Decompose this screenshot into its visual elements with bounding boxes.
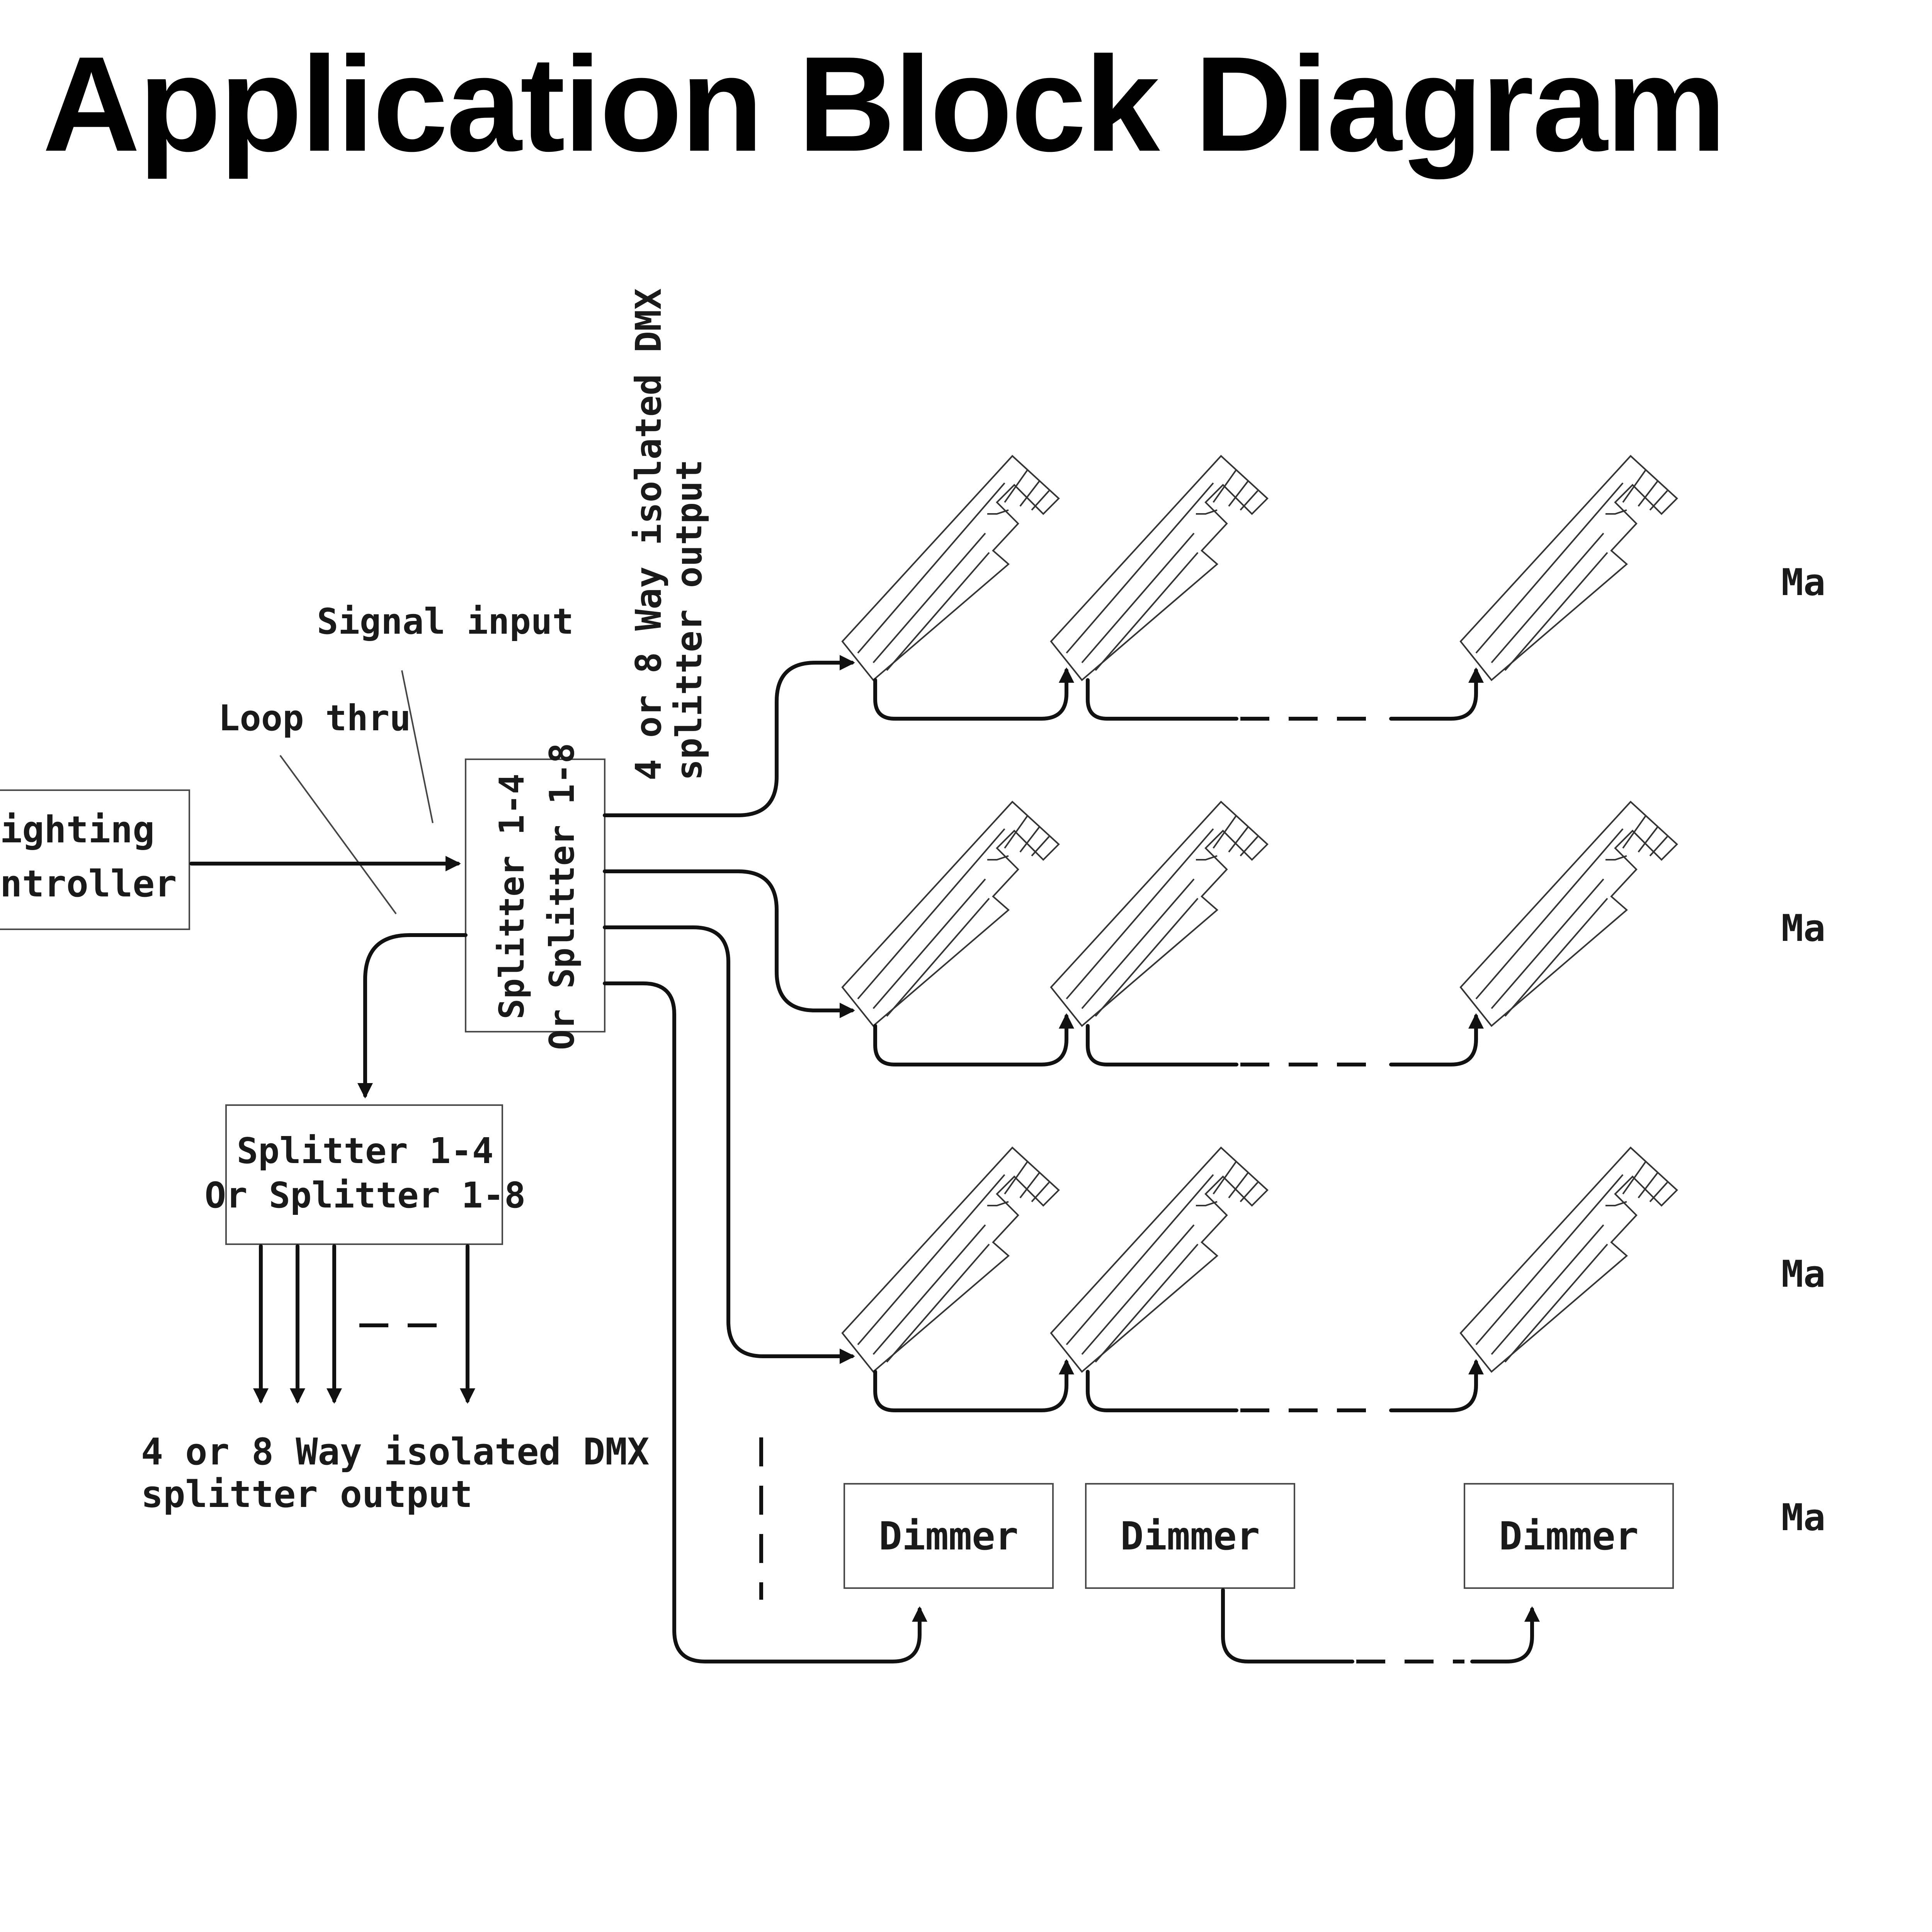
fixture-row-2 xyxy=(842,801,1678,1066)
moving-head-fixture xyxy=(842,801,1060,1027)
row-label-2: Ma xyxy=(1781,907,1825,950)
dimmer-box-3 xyxy=(1464,1483,1674,1589)
moving-head-fixture xyxy=(1050,801,1268,1027)
moving-head-fixture xyxy=(1050,455,1268,681)
fixture-row-3 xyxy=(842,1147,1678,1412)
sub-splitter-label-line1: Splitter 1-4 xyxy=(237,1130,494,1172)
top-output-label-line2: splitter output xyxy=(668,459,710,781)
loop-thru-wire xyxy=(357,933,468,1099)
output-wire-row-2 xyxy=(603,869,855,1018)
dimmer-chain-wire xyxy=(1221,1588,1354,1663)
bottom-output-label-line2: splitter output xyxy=(141,1473,473,1516)
controller-label-line2: ntroller xyxy=(0,863,177,905)
chain-wire xyxy=(1086,1024,1238,1066)
bottom-output-label-line1: 4 or 8 Way isolated DMX xyxy=(141,1431,649,1473)
dimmer-label-1: Dimmer xyxy=(879,1514,1018,1559)
signal-input-leader xyxy=(401,670,434,823)
row-label-3: Ma xyxy=(1781,1253,1825,1296)
moving-head-fixture xyxy=(1460,1147,1678,1372)
chain-wire xyxy=(873,1013,1074,1066)
chain-wire xyxy=(1086,1370,1238,1412)
chain-wire xyxy=(1389,1359,1484,1412)
main-splitter-label-line1: Splitter 1-4 xyxy=(492,774,532,1019)
loop-thru-leader xyxy=(279,755,397,915)
row-label-1: Ma xyxy=(1781,561,1825,604)
main-splitter-label-line2: Or Splitter 1-8 xyxy=(542,743,582,1050)
row-label-4: Ma xyxy=(1781,1497,1825,1539)
chain-wire xyxy=(1389,667,1484,721)
dimmer-box-1 xyxy=(844,1483,1054,1589)
chain-wire xyxy=(1389,1013,1484,1066)
moving-head-fixture xyxy=(842,1147,1060,1372)
output-wire-row-3 xyxy=(603,925,855,1364)
dimmer-label-3: Dimmer xyxy=(1499,1514,1638,1559)
top-output-label-line1: 4 or 8 Way isolated DMX xyxy=(628,288,669,781)
dimmer-label-2: Dimmer xyxy=(1120,1514,1260,1559)
controller-label-line1: ighting xyxy=(0,809,155,851)
chain-wire xyxy=(873,667,1074,721)
chain-wire xyxy=(1086,678,1238,721)
moving-head-fixture xyxy=(842,455,1060,681)
sub-splitter-box xyxy=(225,1104,503,1245)
dimmer-box-2 xyxy=(1085,1483,1295,1589)
fixture-row-1 xyxy=(842,455,1678,721)
output-wire-row-4 xyxy=(603,981,927,1663)
moving-head-fixture xyxy=(1460,455,1678,681)
signal-input-label: Signal input xyxy=(317,601,574,642)
chain-wire xyxy=(873,1359,1074,1412)
page-title: Application Block Diagram xyxy=(43,29,1726,180)
moving-head-fixture xyxy=(1050,1147,1268,1372)
main-splitter-box xyxy=(465,759,605,1032)
lighting-controller-box xyxy=(0,789,190,930)
output-wire-row-1 xyxy=(603,655,855,817)
sub-splitter-label-line2: Or Splitter 1-8 xyxy=(205,1175,526,1216)
loop-thru-label: Loop thru xyxy=(218,697,411,739)
dimmer-chain-wire xyxy=(1470,1606,1540,1663)
moving-head-fixture xyxy=(1460,801,1678,1027)
